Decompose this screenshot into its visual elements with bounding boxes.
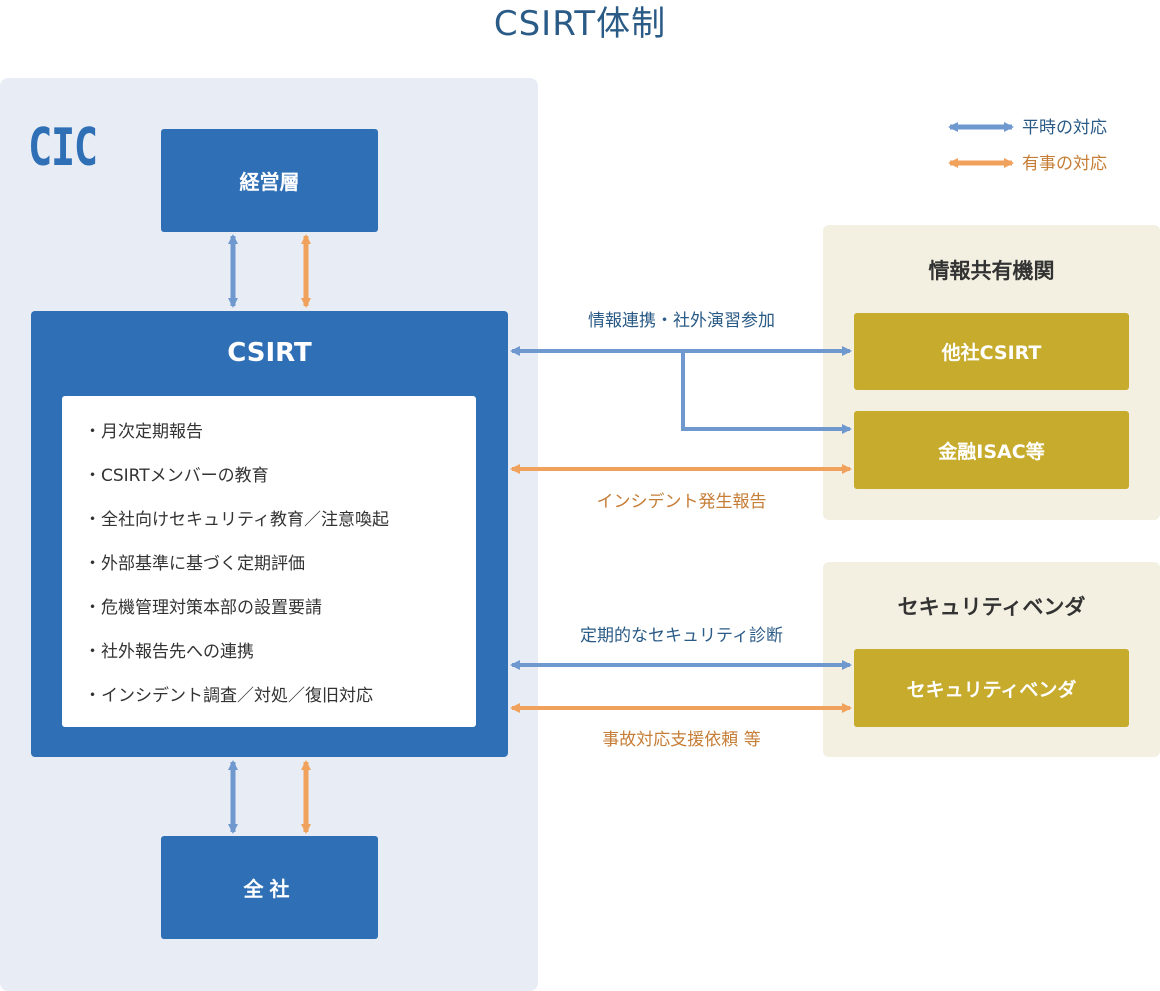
list-item: 社外報告先への連携	[84, 638, 476, 682]
regular-diagnosis-label: 定期的なセキュリティ診断	[580, 626, 783, 646]
info-sharing-arrow	[510, 346, 852, 434]
list-item: 外部基準に基づく定期評価	[84, 550, 476, 594]
info-sharing-label: 情報連携・社外演習参加	[588, 311, 775, 331]
security-vendor-title: セキュリティベンダ	[897, 595, 1086, 619]
management-label: 経営層	[239, 170, 300, 194]
list-item: CSIRTメンバーの教育	[84, 462, 476, 506]
incident-support-label: 事故対応支援依頼 等	[602, 730, 761, 750]
management-box: 経営層	[161, 129, 378, 232]
finance-isac-box: 金融ISAC等	[854, 411, 1129, 489]
list-item: インシデント調査／対処／復旧対応	[84, 682, 476, 726]
other-csirt-box: 他社CSIRT	[854, 313, 1129, 390]
list-item: 危機管理対策本部の設置要請	[84, 594, 476, 638]
list-item: 月次定期報告	[84, 418, 476, 462]
other-csirt-label: 他社CSIRT	[941, 342, 1042, 364]
list-item: 全社向けセキュリティ教育／注意喚起	[84, 506, 476, 550]
page-title: CSIRT体制	[493, 4, 667, 44]
info-sharing-org-title: 情報共有機関	[928, 259, 1055, 283]
legend-emergency-label: 有事の対応	[1022, 154, 1107, 174]
company-box: 全社	[161, 836, 378, 939]
security-vendor-label: セキュリティベンダ	[906, 678, 1077, 701]
security-vendor-box: セキュリティベンダ	[854, 649, 1129, 727]
csirt-duties-list: 月次定期報告 CSIRTメンバーの教育 全社向けセキュリティ教育／注意喚起 外部…	[62, 396, 476, 727]
cic-logo: CIC	[28, 118, 98, 178]
csirt-title: CSIRT	[227, 338, 312, 368]
finance-isac-label: 金融ISAC等	[938, 440, 1045, 463]
incident-report-label: インシデント発生報告	[596, 492, 767, 512]
company-label: 全社	[243, 877, 296, 901]
legend-normal-label: 平時の対応	[1022, 118, 1107, 138]
